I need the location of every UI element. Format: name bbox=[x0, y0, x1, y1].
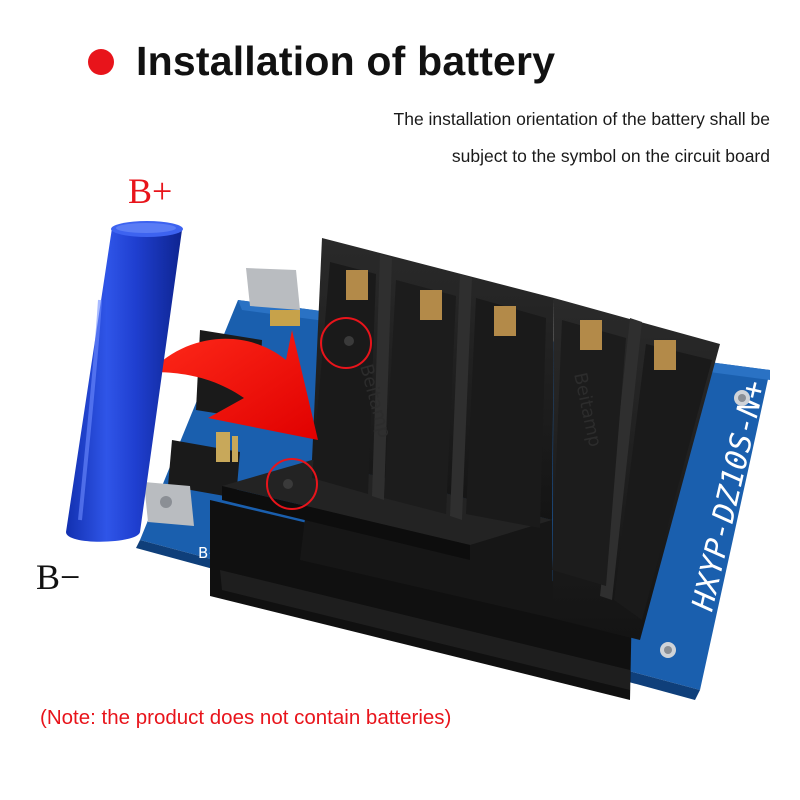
polarity-marker-positive bbox=[320, 317, 372, 369]
subtitle-line-1: The installation orientation of the batt… bbox=[393, 109, 770, 129]
page-title: Installation of battery bbox=[136, 38, 556, 84]
product-note: (Note: the product does not contain batt… bbox=[40, 706, 452, 729]
insert-arrow-icon bbox=[150, 330, 318, 440]
red-bullet-icon bbox=[88, 48, 114, 75]
battery-cell bbox=[66, 221, 183, 542]
subtitle-line-2: subject to the symbol on the circuit boa… bbox=[451, 146, 770, 166]
header: Installation of battery bbox=[88, 38, 555, 85]
polarity-marker-negative bbox=[266, 458, 318, 510]
battery-holder: Beitamp Beitamp bbox=[222, 238, 720, 640]
battery-positive-label: B+ bbox=[128, 171, 173, 211]
battery-negative-label: B− bbox=[36, 557, 81, 597]
